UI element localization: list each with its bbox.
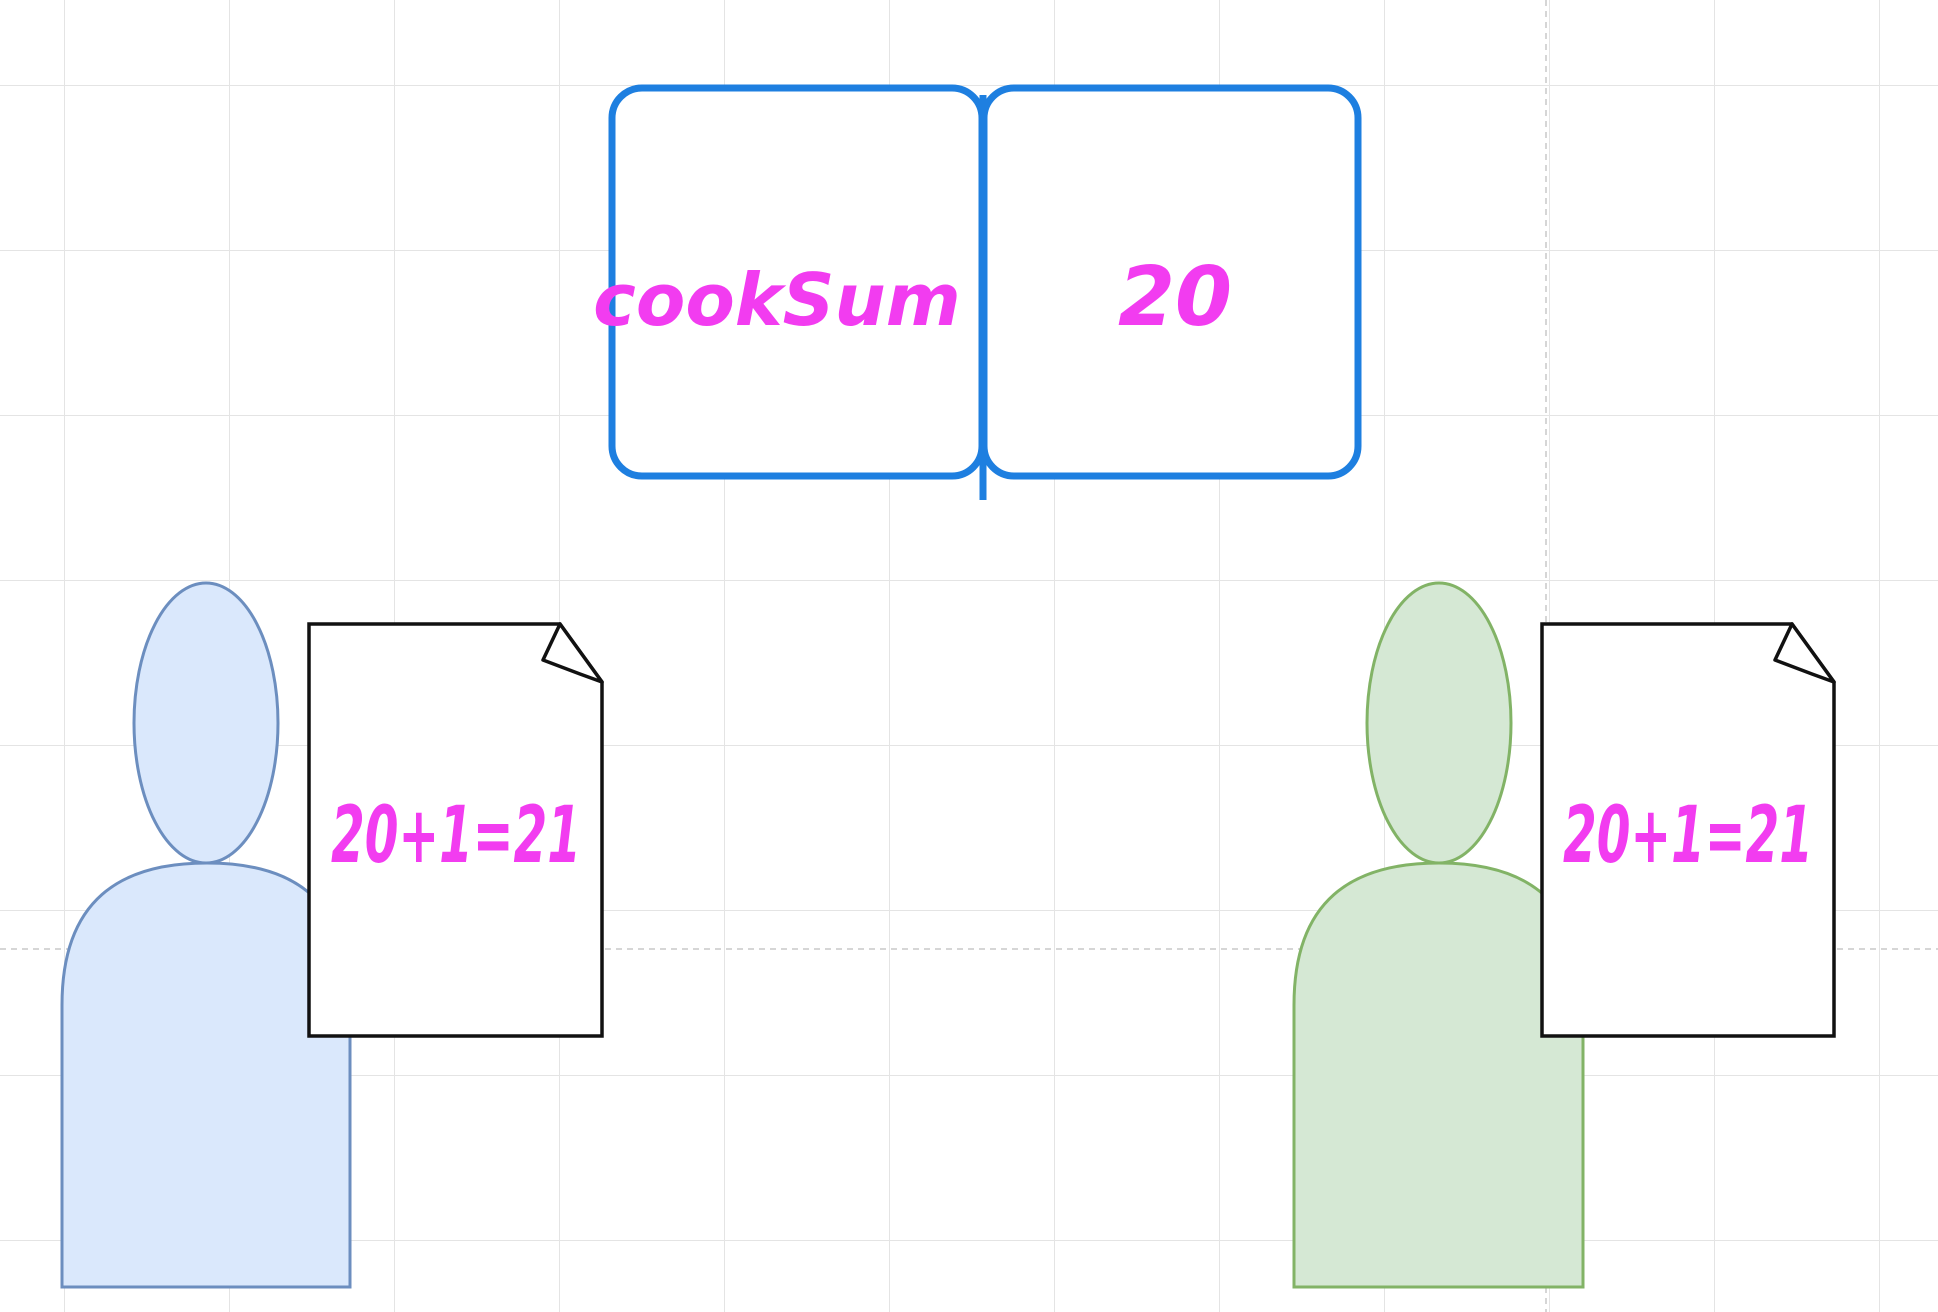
variable-box[interactable]: cookSum 20 (593, 84, 1362, 500)
person-right-head (1365, 581, 1513, 865)
person-right[interactable] (1292, 581, 1585, 1289)
person-left[interactable] (60, 581, 352, 1289)
calc-paper-left[interactable]: 20+1=21 (307, 622, 604, 1038)
person-left-head (132, 581, 280, 865)
variable-name-label: cookSum (593, 258, 961, 342)
paper-left-sheet (307, 622, 604, 1038)
paper-right-sheet (1540, 622, 1836, 1038)
calc-text-right: 20+1=21 (1563, 791, 1813, 881)
person-right-body (1292, 861, 1585, 1289)
paper-right-fold-icon (1773, 622, 1836, 684)
paper-left-fold-icon (541, 622, 604, 684)
calc-paper-right[interactable]: 20+1=21 (1540, 622, 1836, 1038)
variable-value-label: 20 (1118, 250, 1232, 345)
calc-text-left: 20+1=21 (331, 791, 581, 881)
person-left-body (60, 861, 352, 1289)
